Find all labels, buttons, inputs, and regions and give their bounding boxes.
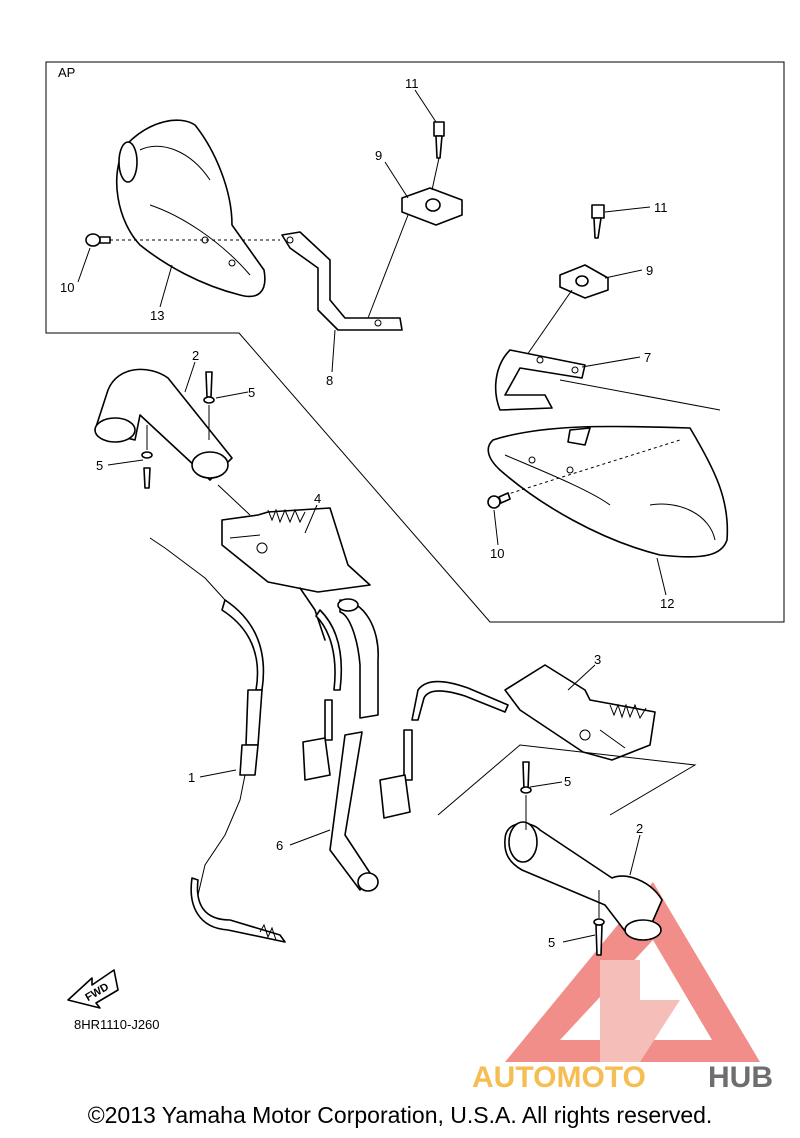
part-2-grip-lower[interactable] xyxy=(504,821,663,941)
callout-5-a: 5 xyxy=(248,385,255,400)
watermark-logo xyxy=(505,882,760,1062)
part-7-bracket-right[interactable] xyxy=(494,349,586,411)
callout-3: 3 xyxy=(594,652,601,667)
drawing-code: 8HR1110-J260 xyxy=(74,1017,160,1032)
callout-8: 8 xyxy=(326,373,333,388)
svg-text:AUTOMOTO: AUTOMOTO xyxy=(472,1061,646,1094)
leader-lines xyxy=(77,89,667,943)
callout-12: 12 xyxy=(660,596,674,611)
copyright-footer: ©2013 Yamaha Motor Corporation, U.S.A. A… xyxy=(87,1102,713,1128)
callout-5-c: 5 xyxy=(564,774,571,789)
part-2-grip-upper[interactable] xyxy=(94,368,251,516)
part-10-screw-left[interactable] xyxy=(85,233,111,247)
part-5-rivet-a[interactable] xyxy=(203,371,215,404)
part-5-rivet-c[interactable] xyxy=(520,761,532,794)
part-9-clamp-upper[interactable] xyxy=(401,187,463,226)
ap-group-label: AP xyxy=(58,65,75,80)
callout-4: 4 xyxy=(314,491,321,506)
part-1-harness[interactable] xyxy=(149,537,286,943)
callout-5-b: 5 xyxy=(96,458,103,473)
part-11-bolt-right[interactable] xyxy=(591,204,605,239)
watermark-brand: AUTOMOTO HUB xyxy=(472,1061,773,1094)
part-3-heater-lower[interactable] xyxy=(504,664,656,761)
callout-7: 7 xyxy=(644,350,651,365)
connector-upper[interactable] xyxy=(302,609,343,781)
svg-text:HUB: HUB xyxy=(708,1061,773,1094)
part-10-screw-right[interactable] xyxy=(487,492,511,509)
part-13-hand-guard-left[interactable] xyxy=(115,119,266,298)
part-8-bracket[interactable] xyxy=(281,231,403,331)
callout-1: 1 xyxy=(188,770,195,785)
part-12-hand-guard-right[interactable] xyxy=(487,425,729,558)
callout-6: 6 xyxy=(276,838,283,853)
part-6-tube-upper[interactable] xyxy=(337,598,379,719)
ap-kit-boundary xyxy=(45,61,785,623)
callout-10-left: 10 xyxy=(60,280,74,295)
callout-5-d: 5 xyxy=(548,935,555,950)
part-5-rivet-d[interactable] xyxy=(593,918,605,956)
part-4-heater-upper[interactable] xyxy=(221,507,371,593)
callout-11-upper: 11 xyxy=(405,76,419,91)
part-6-tube-lower[interactable] xyxy=(329,731,379,892)
callout-13: 13 xyxy=(150,308,164,323)
callout-2-upper: 2 xyxy=(192,348,199,363)
part-9-clamp-right[interactable] xyxy=(559,264,609,299)
callout-11-right: 11 xyxy=(654,200,668,215)
part-11-bolt-upper[interactable] xyxy=(433,121,445,159)
callout-9-right: 9 xyxy=(646,263,653,278)
callout-10-right: 10 xyxy=(490,546,504,561)
part-5-rivet-b[interactable] xyxy=(141,451,153,489)
connector-lower[interactable] xyxy=(379,680,509,819)
fwd-arrow-icon: FWD xyxy=(67,969,119,1009)
callout-2-lower: 2 xyxy=(636,821,643,836)
callout-9-upper: 9 xyxy=(375,148,382,163)
